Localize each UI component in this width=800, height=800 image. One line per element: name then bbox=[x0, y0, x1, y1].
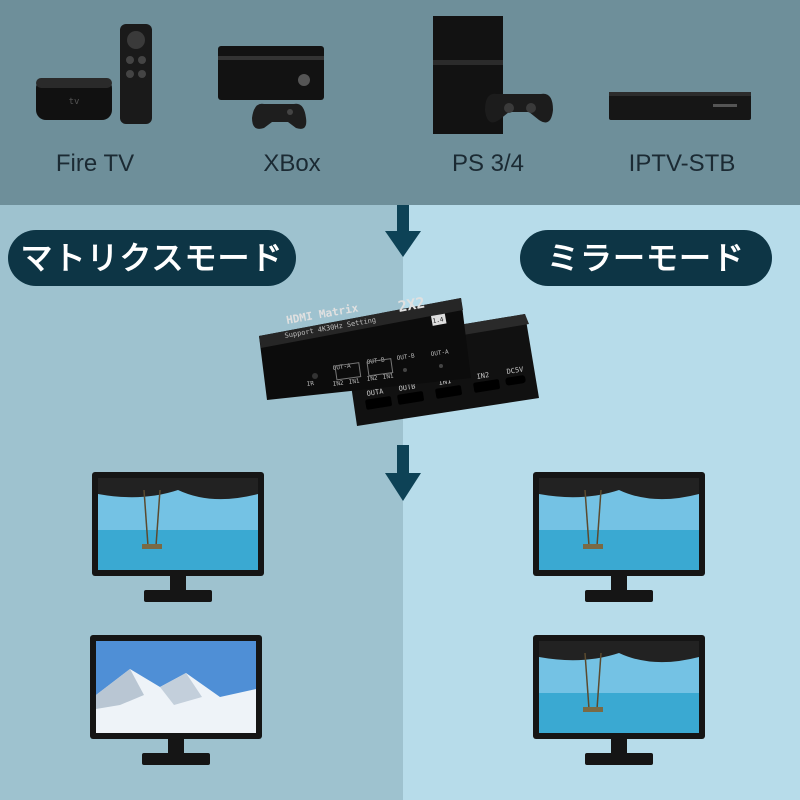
rear-port-outa bbox=[365, 396, 392, 410]
front-label-in2-a: IN2 bbox=[332, 379, 344, 387]
monitor-snow-mountain-left-bottom bbox=[90, 635, 262, 765]
rear-label-in2: IN2 bbox=[476, 371, 490, 381]
monitor-beach-swing-left-top bbox=[92, 472, 264, 602]
front-label-ir: IR bbox=[306, 380, 315, 388]
monitor-beach-swing-right-bottom bbox=[533, 635, 705, 765]
rear-label-dc5v: DC5V bbox=[506, 365, 525, 376]
device-label-fire-tv: Fire TV bbox=[55, 150, 135, 177]
fire-tv-box-with-remote-icon: tv bbox=[36, 24, 152, 124]
front-label-in1-b: IN1 bbox=[382, 372, 394, 380]
rear-label-outa: OUTA bbox=[366, 387, 385, 398]
rear-port-in2 bbox=[473, 379, 500, 393]
device-model: 2X2 bbox=[397, 294, 427, 316]
device-badge: 1.4 bbox=[432, 316, 444, 325]
front-label-in1-a: IN1 bbox=[348, 377, 360, 385]
rear-port-in1 bbox=[435, 385, 462, 399]
front-port-out-a-1: OUT-A bbox=[332, 362, 351, 371]
front-port-out-b-2: OUT-B bbox=[396, 352, 415, 361]
monitor-beach-swing-right-top bbox=[533, 472, 705, 602]
rear-label-outb: OUTB bbox=[398, 382, 416, 393]
down-arrow-icon bbox=[385, 445, 421, 501]
set-top-box-icon bbox=[609, 92, 751, 120]
device-label-iptv-stb: IPTV-STB bbox=[628, 150, 736, 177]
svg-text:tv: tv bbox=[69, 97, 80, 107]
device-label-xbox: XBox bbox=[263, 150, 321, 177]
xbox-console-with-controller-icon bbox=[218, 46, 324, 129]
matrix-mode-pill: マトリクスモード bbox=[8, 230, 296, 286]
front-port-out-a-2: OUT-A bbox=[430, 348, 449, 357]
hdmi-matrix-device-image: OUTA OUTB IN1 IN2 DC5V HDMI Matrix 2X2 S… bbox=[259, 294, 539, 426]
rear-label-in1: IN1 bbox=[438, 377, 452, 387]
front-label-in2-b: IN2 bbox=[366, 374, 378, 382]
device-label-ps: PS 3/4 bbox=[451, 150, 525, 177]
ps4-console-with-controller-icon bbox=[433, 16, 553, 134]
rear-port-dc5v bbox=[505, 375, 526, 386]
mirror-mode-pill: ミラーモード bbox=[520, 230, 772, 286]
down-arrow-icon bbox=[385, 205, 421, 257]
rear-port-outb bbox=[397, 391, 424, 405]
